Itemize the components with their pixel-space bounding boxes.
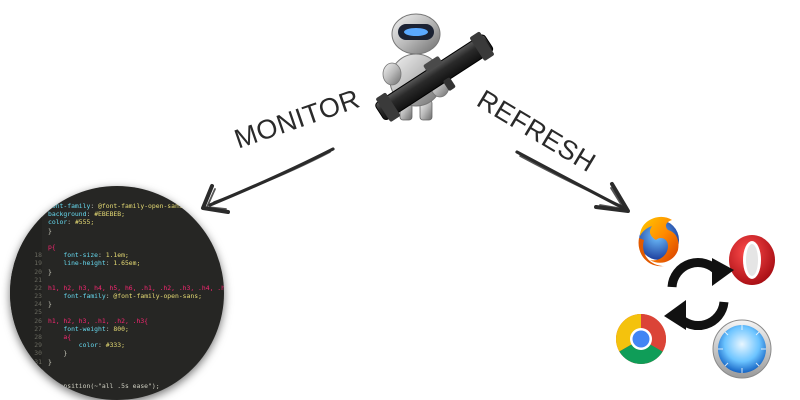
code-line: .transition(~"all .5s ease"); (30, 382, 224, 390)
css-code-circle: font-family: @font-family-open-sans;back… (10, 186, 224, 400)
code-line-text: color: #555; (48, 218, 95, 227)
code-line-number: 29 (34, 341, 42, 350)
code-line-text: } (48, 300, 52, 309)
code-line: 18 font-size: 1.1em; (30, 251, 224, 259)
sync-arrowhead-bottom (664, 300, 686, 330)
chrome-icon (616, 314, 666, 364)
code-line-number: 27 (34, 324, 42, 333)
code-line-number: 31 (34, 357, 42, 366)
refresh-arrow (515, 150, 630, 213)
code-line-text: h1, h2, h3, h4, h5, h6, .h1, .h2, .h3, .… (48, 283, 224, 292)
code-line: 19 line-height: 1.65em; (30, 259, 224, 267)
sync-arrowhead-top (712, 258, 734, 286)
code-line-number: 25 (34, 308, 42, 317)
code-line-text: h1, h2, h3, .h1, .h2, .h3{ (48, 316, 149, 325)
code-line (30, 235, 224, 243)
code-line-text: line-height: 1.65em; (63, 259, 141, 268)
code-line-number: 20 (34, 267, 42, 276)
code-line: 21 (30, 276, 224, 284)
code-line-number: 19 (34, 259, 42, 268)
code-line-text: } (48, 349, 68, 358)
code-line-text: font-family: @font-family-open-sans; (48, 202, 187, 210)
code-line: 30 } (30, 349, 224, 357)
code-line-text: } (48, 226, 52, 235)
code-line-text: color: #333; (78, 341, 125, 350)
code-line: 24} (30, 300, 224, 308)
code-line: p{ (30, 243, 224, 251)
monitor-arrow (201, 147, 335, 214)
code-line-text: font-weight: 800; (63, 324, 129, 333)
code-line-text: background: #EBEBEB; (48, 210, 125, 219)
code-line: 22 h1, h2, h3, h4, h5, h6, .h1, .h2, .h3,… (30, 284, 224, 292)
code-block: font-family: @font-family-open-sans;back… (30, 202, 224, 390)
automator-robot-icon (375, 13, 494, 122)
code-line-text: font-size: 1.1em; (63, 251, 129, 260)
code-line-text: } (48, 357, 52, 366)
code-line-text: a{ (48, 333, 72, 341)
code-line (30, 366, 224, 374)
code-line (30, 374, 224, 382)
code-line-text: p{ (48, 242, 56, 251)
firefox-icon (638, 216, 679, 267)
code-line-number: 28 (34, 333, 42, 341)
code-line: 27 font-weight: 800; (30, 325, 224, 333)
safari-icon (712, 319, 772, 379)
code-line-text: } (48, 267, 52, 276)
code-line-number: 24 (34, 300, 42, 309)
code-line: 20} (30, 268, 224, 276)
code-line-text: .transition(~"all .5s ease"); (48, 382, 160, 391)
code-line-number: 18 (34, 251, 42, 260)
code-line: 28 a{ (30, 333, 224, 341)
code-line-text: font-family: @font-family-open-sans; (63, 292, 202, 301)
code-line-number: 21 (34, 275, 42, 284)
code-gutter (10, 186, 42, 400)
code-line-number: 22 (34, 283, 42, 292)
code-line: 26 h1, h2, h3, .h1, .h2, .h3{ (30, 317, 224, 325)
code-line-number: 30 (34, 349, 42, 358)
code-line: 31} (30, 358, 224, 366)
code-line-number: 26 (34, 316, 42, 325)
code-line: } (30, 227, 224, 235)
code-line: background: #EBEBEB; (30, 210, 224, 218)
opera-icon (729, 235, 775, 285)
code-line: 25 (30, 308, 224, 316)
code-line: font-family: @font-family-open-sans; (30, 202, 224, 210)
code-line-number: 23 (34, 292, 42, 301)
code-line: color: #555; (30, 218, 224, 226)
code-line: 23 font-family: @font-family-open-sans; (30, 292, 224, 300)
code-line: 29 color: #333; (30, 341, 224, 349)
